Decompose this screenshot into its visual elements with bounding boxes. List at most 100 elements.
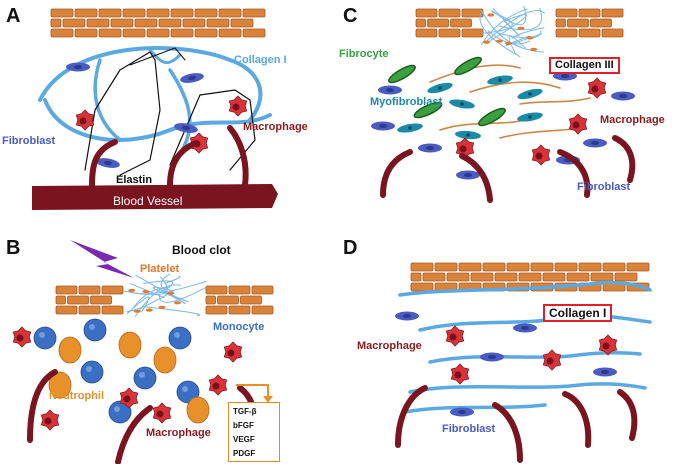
panel-a-brick (122, 8, 146, 18)
panel-c-myofibroblast-nucleus (528, 92, 532, 96)
panel-b-neutrophil-label: Neutrophil (49, 390, 104, 402)
panel-a-collagen-fiber (148, 48, 182, 65)
panel-d-brick (410, 262, 434, 272)
panel-b-brick-left (101, 305, 124, 315)
panel-b-blood-clot-platelet (128, 288, 136, 292)
panel-c-vessel-branch (380, 149, 413, 198)
growth-factor-arrow (236, 384, 269, 398)
panel-b-blood-clot-fiber (143, 280, 174, 293)
panel-d-fibroblast-nucleus (403, 314, 411, 318)
panel-a-brick (230, 18, 254, 28)
panel-b-macrophage-nucleus (156, 410, 164, 418)
panel-d-brick (506, 262, 530, 272)
panel-a-fibroblast-nucleus (104, 160, 112, 166)
panel-b-brick-left (55, 305, 78, 315)
panel-b-blood-clot-fiber (158, 286, 207, 303)
panel-c-fibroblast-nucleus (619, 94, 627, 98)
panel-d-macrophage-nucleus (546, 357, 554, 365)
panel-c-collagen-fiber (519, 97, 591, 105)
panel-b-blood-clot-label: Blood clot (172, 243, 231, 257)
panel-b-blood-clot-fiber (160, 273, 188, 302)
panel-c-fibroblast-nucleus (464, 173, 472, 177)
panel-d-fibroblast-nucleus (488, 355, 496, 359)
panel-c-blood-clot-fiber (481, 8, 528, 45)
growth-factor-tgf-beta: TGF-β (233, 407, 257, 416)
panel-a-collagen-fiber (38, 46, 263, 122)
panel-b-macrophage-nucleus (16, 334, 24, 342)
panel-d-fibroblast-nucleus (458, 410, 466, 414)
panel-a-brick (74, 28, 98, 38)
panel-a-elastin-fiber (129, 47, 186, 66)
panel-a-brick (242, 8, 266, 18)
panel-a-elastin-fiber (169, 89, 256, 171)
panel-d-collagen-fiber (398, 280, 652, 297)
panel-a-brick (98, 28, 122, 38)
panel-b-platelet-label: Platelet (140, 263, 180, 275)
panel-d-fibroblast-label: Fibroblast (442, 423, 496, 435)
panel-b-monocyte (33, 326, 57, 350)
panel-b-monocyte (176, 380, 200, 404)
panel-c-brick-left (438, 28, 461, 38)
panel-d-brick (482, 262, 506, 272)
panel-a-brick (50, 8, 74, 18)
panel-b-monocyte-highlight (89, 324, 95, 330)
panel-b-vessel-branch (27, 369, 58, 443)
panel-c-collagen-fiber (499, 127, 581, 139)
panel-b-blood-clot-platelet (158, 305, 166, 309)
panel-c-blood-clot-fiber (484, 10, 546, 43)
panel-c-collagen-label: Collagen III (549, 57, 620, 74)
panel-a-brick (158, 18, 182, 28)
panel-c-brick-left (438, 8, 461, 18)
panel-c-fibroblast-nucleus (561, 74, 569, 78)
panel-c-brick-left (461, 28, 484, 38)
panel-b-monocyte-highlight (114, 406, 120, 412)
panel-b-brick-left (101, 285, 124, 295)
panel-a-brick (86, 18, 110, 28)
panel-d-brick (554, 262, 578, 272)
panel-a-brick (182, 18, 206, 28)
panel-c-macrophage-nucleus (459, 145, 467, 153)
panel-a-brick (170, 8, 194, 18)
panel-b-brick-right (205, 285, 228, 295)
panel-c-brick-right (567, 18, 589, 28)
panel-a-brick (218, 8, 242, 18)
panel-a-brick (74, 8, 98, 18)
panel-d-vessel-branch (395, 385, 428, 448)
panel-c-letter: C (343, 5, 358, 27)
panel-c-blood-clot-platelet (483, 40, 490, 44)
panel-b-brick-left (78, 285, 101, 295)
panel-d-fibroblast-nucleus (601, 370, 609, 374)
panel-d-vessel-branch (562, 391, 592, 448)
panel-b-brick-right (217, 295, 239, 305)
panel-a-fibroblast-label: Fibroblast (2, 135, 56, 147)
panel-d-brick (470, 272, 494, 282)
panel-b-monocyte-highlight (86, 366, 92, 372)
panel-a-vessel-branch (89, 139, 118, 188)
panel-b-monocyte-highlight (139, 372, 145, 378)
panel-a-brick (146, 8, 170, 18)
panel-a-brick (218, 28, 242, 38)
panel-c-blood-clot-platelet (530, 47, 538, 52)
growth-factor-vegf: VEGF (233, 435, 255, 444)
panel-d-brick (446, 272, 470, 282)
panel-c-vessel-branch (459, 153, 493, 203)
panel-c-blood-clot-fiber (479, 13, 521, 58)
panel-c-fibrocyte (478, 107, 506, 127)
panel-a-brick (194, 8, 218, 18)
panel-d-brick (566, 272, 590, 282)
panel-c-brick-left (415, 28, 438, 38)
panel-a-brick (146, 28, 170, 38)
panel-c-blood-clot-platelet (487, 13, 495, 17)
panel-a-collagen-label: Collagen I (234, 54, 287, 66)
growth-factor-pdgf: PDGF (233, 449, 256, 458)
panel-c-myofibroblast-nucleus (528, 115, 532, 119)
panel-c-brick-right (601, 28, 624, 38)
panel-a-letter: A (6, 5, 21, 27)
panel-b-blood-clot-fiber (135, 274, 186, 305)
panel-b-neutrophil (153, 346, 177, 374)
panel-c-myofibroblast-nucleus (498, 78, 502, 82)
panel-a-brick (122, 28, 146, 38)
panel-d-brick (494, 272, 518, 282)
panel-b-brick-left (55, 285, 78, 295)
